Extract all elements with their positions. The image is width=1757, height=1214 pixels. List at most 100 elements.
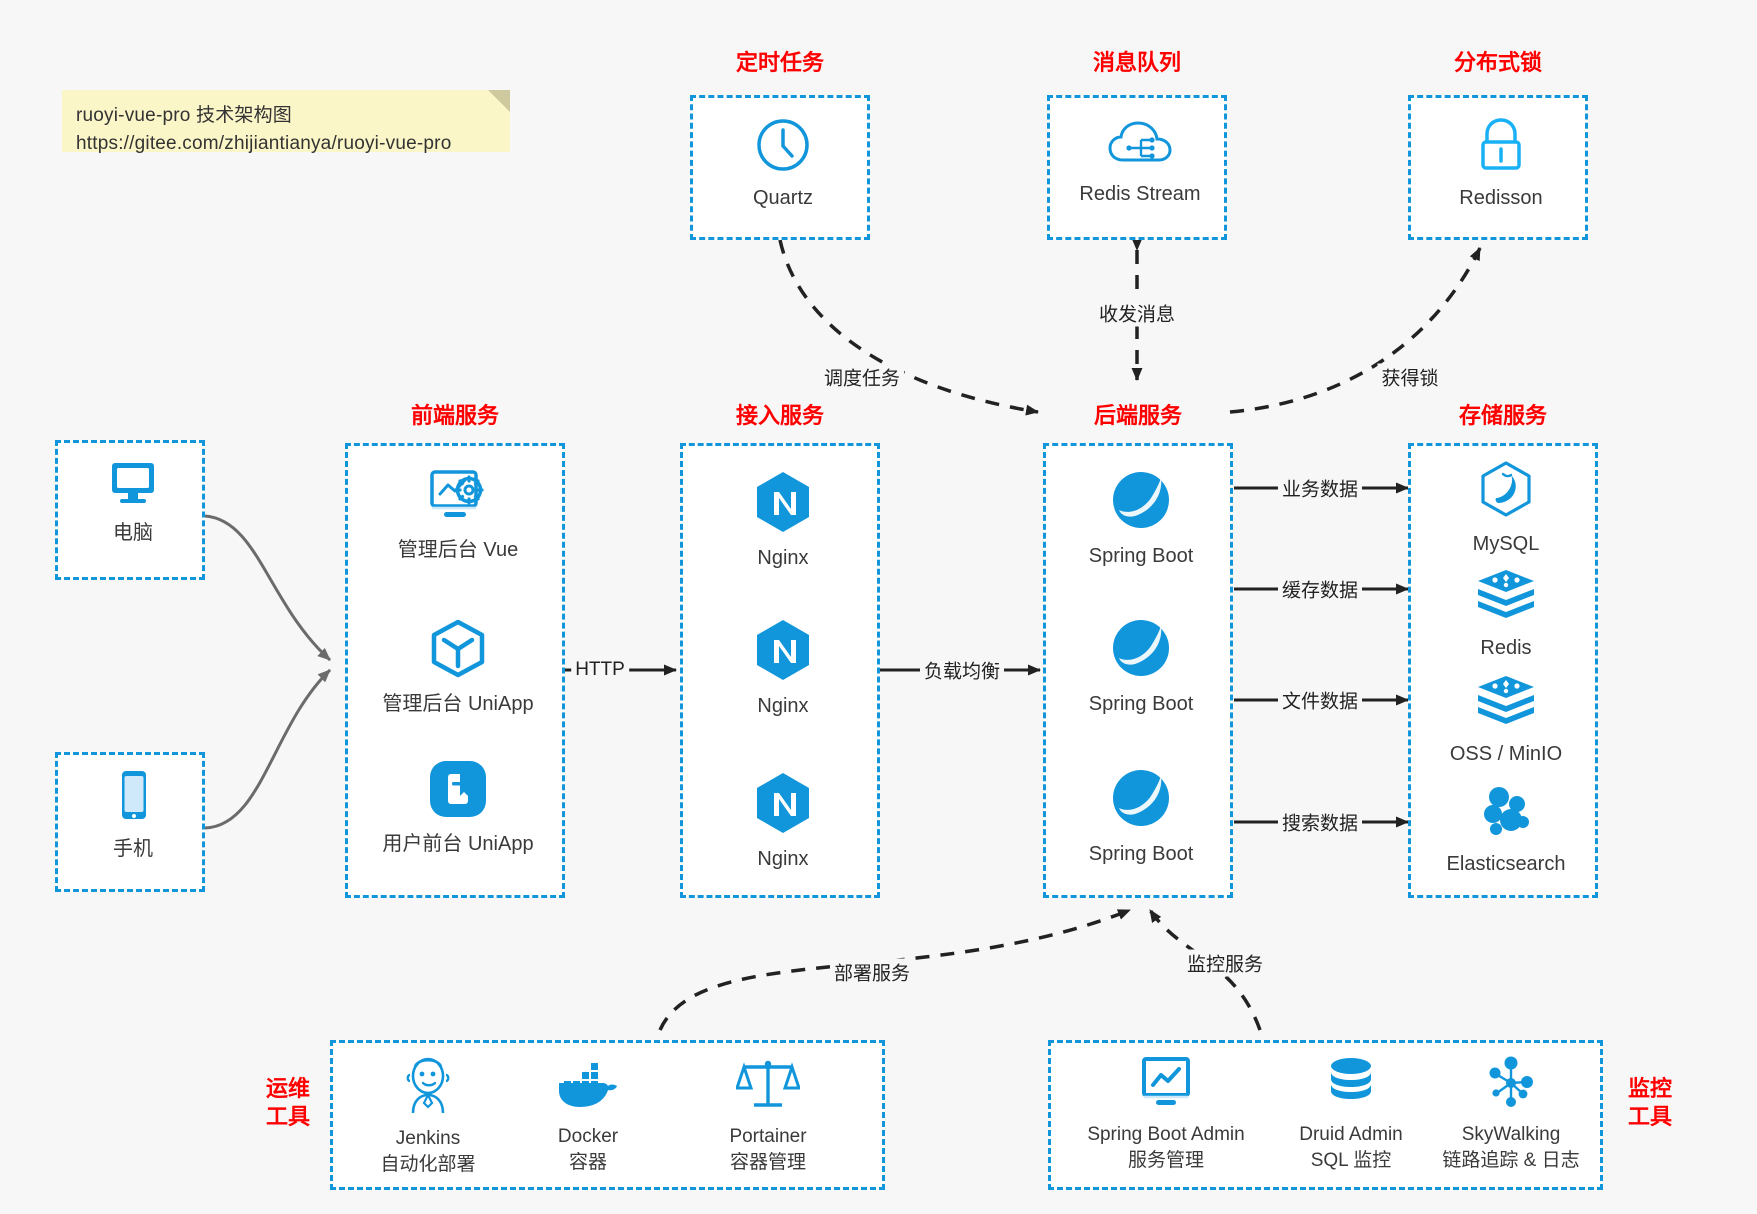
group-title-scheduler: 定时任务 [735,50,824,75]
node-pc[interactable]: 电脑 [58,459,208,547]
nginx-icon [753,470,813,539]
edge-label-cache-data: 缓存数据 [1277,575,1363,603]
group-mq: Redis Stream [1047,95,1227,240]
node-oss-minio[interactable]: OSS / MinIO [1411,674,1601,768]
node-label-admin-vue: 管理后台 Vue [397,539,519,561]
dashboard-gear-icon [427,468,489,531]
node-label-portainer: Portainer [729,1126,807,1147]
mysql-dolphin-icon [1477,460,1535,525]
group-title-devops-line2: 工具 [265,1103,310,1129]
group-client-phone: 手机 [55,752,205,892]
node-label-redisson: Redisson [1459,187,1543,209]
edge-label-schedule-task: 调度任务 [819,363,905,391]
node-nginx-3[interactable]: Nginx [683,771,883,873]
group-frontend: 管理后台 Vue 管理后台 UniApp [345,443,565,898]
node-label-elasticsearch: Elasticsearch [1446,853,1566,875]
node-druid-admin[interactable]: Druid Admin SQL 监控 [1266,1055,1436,1173]
note-line-1: ruoyi-vue-pro 技术架构图 [76,105,293,126]
note-fold-icon [488,90,510,112]
node-label-oss-minio: OSS / MinIO [1449,743,1563,765]
node-label-spring-boot-admin: Spring Boot Admin [1087,1124,1245,1145]
edge-label-send-receive-message: 收发消息 [1094,299,1180,327]
node-label-springboot-3: Spring Boot [1088,843,1194,865]
node-sub-druid-admin: SQL 监控 [1310,1149,1392,1171]
node-admin-vue[interactable]: 管理后台 Vue [348,468,568,564]
redis-stack-icon [1475,568,1537,629]
node-label-jenkins: Jenkins [395,1128,461,1149]
node-jenkins[interactable]: Jenkins 自动化部署 [353,1055,503,1177]
node-label-redis-stream: Redis Stream [1079,183,1201,205]
node-springboot-1[interactable]: Spring Boot [1046,468,1236,570]
redis-stack-icon [1475,674,1537,735]
edge-quartz-to-backend [778,239,1039,416]
node-label-mysql: MySQL [1472,533,1540,555]
node-nginx-1[interactable]: Nginx [683,470,883,572]
node-springboot-2[interactable]: Spring Boot [1046,616,1236,718]
monitor-chart-icon [1136,1055,1196,1116]
elasticsearch-icon [1477,784,1535,845]
node-label-springboot-2: Spring Boot [1088,693,1194,715]
nginx-icon [753,618,813,687]
node-portainer[interactable]: Portainer 容器管理 [678,1055,858,1175]
spring-leaf-icon [1109,468,1173,537]
edge-label-search-data: 搜索数据 [1277,808,1363,836]
edge-label-http: HTTP [571,659,629,681]
node-label-redis: Redis [1480,637,1532,659]
node-label-docker: Docker [557,1126,619,1147]
node-label-user-uniapp: 用户前台 UniApp [382,833,534,855]
node-label-druid-admin: Druid Admin [1299,1124,1403,1145]
node-spring-boot-admin[interactable]: Spring Boot Admin 服务管理 [1061,1055,1271,1173]
node-redis[interactable]: Redis [1411,568,1601,662]
desktop-icon [106,459,160,514]
group-storage: MySQL Redis [1408,443,1598,898]
node-elasticsearch[interactable]: Elasticsearch [1411,784,1601,878]
jenkins-butler-icon [399,1055,457,1120]
spring-leaf-icon [1109,766,1173,835]
node-label-admin-uniapp: 管理后台 UniApp [382,693,534,715]
node-label-skywalking: SkyWalking [1461,1124,1561,1145]
group-client-pc: 电脑 [55,440,205,580]
group-title-devops-line1: 运维 [265,1076,310,1101]
skywalking-node-icon [1482,1055,1540,1116]
node-sub-jenkins: 自动化部署 [380,1153,476,1175]
node-quartz[interactable]: Quartz [693,116,873,212]
group-title-storage: 存储服务 [1458,403,1547,428]
portainer-scale-icon [734,1055,802,1118]
docker-whale-icon [555,1061,621,1118]
node-phone[interactable]: 手机 [58,769,208,863]
mobile-icon [111,769,155,830]
node-skywalking[interactable]: SkyWalking 链路追踪 & 日志 [1421,1055,1601,1173]
node-label-phone: 手机 [113,838,153,860]
node-sub-spring-boot-admin: 服务管理 [1127,1149,1204,1171]
node-redisson[interactable]: Redisson [1411,116,1591,212]
nginx-icon [753,771,813,840]
group-title-backend: 后端服务 [1093,403,1182,428]
node-user-uniapp[interactable]: 用户前台 UniApp [348,758,568,858]
node-docker[interactable]: Docker 容器 [513,1061,663,1175]
group-title-gateway: 接入服务 [735,403,824,428]
node-admin-uniapp[interactable]: 管理后台 UniApp [348,618,568,718]
node-label-nginx-1: Nginx [757,547,809,569]
group-title-monitor-line1: 监控 [1627,1076,1672,1101]
node-nginx-2[interactable]: Nginx [683,618,883,720]
group-monitor: Spring Boot Admin 服务管理 Druid Admin SQL 监… [1048,1040,1603,1190]
group-title-monitor-line2: 工具 [1627,1103,1672,1129]
node-label-pc: 电脑 [113,522,153,544]
node-mysql[interactable]: MySQL [1411,460,1601,558]
node-redis-stream[interactable]: Redis Stream [1050,118,1230,208]
note-line-2: https://gitee.com/zhijiantianya/ruoyi-vu… [76,132,452,154]
group-gateway: Nginx Nginx Nginx [680,443,880,898]
group-title-mq: 消息队列 [1092,50,1181,75]
group-title-lock: 分布式锁 [1453,50,1542,75]
clock-icon [754,116,812,179]
database-icon [1323,1055,1379,1116]
edge-label-load-balance: 负载均衡 [919,656,1005,684]
node-label-quartz: Quartz [752,187,814,209]
uniapp-cube-icon [427,618,489,685]
node-springboot-3[interactable]: Spring Boot [1046,766,1236,868]
node-sub-skywalking: 链路追踪 & 日志 [1442,1149,1580,1171]
edge-pc-to-frontend [204,514,332,662]
edge-label-acquire-lock: 获得锁 [1377,363,1443,391]
group-title-monitor: 监控 工具 [1620,1075,1680,1130]
